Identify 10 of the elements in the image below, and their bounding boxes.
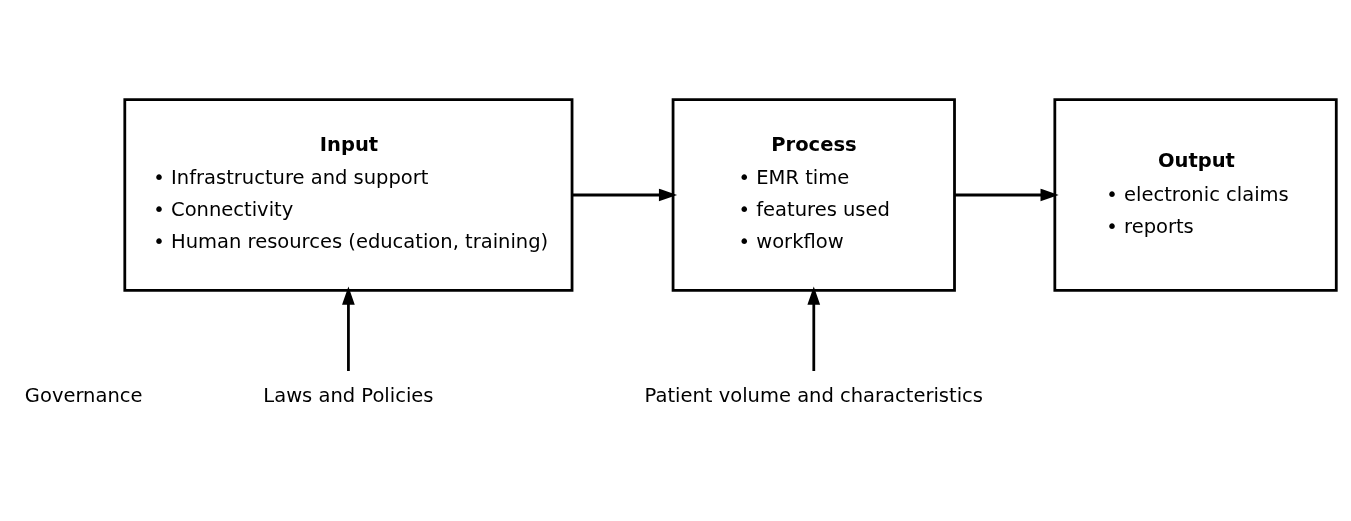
node-text: Laws and Policies xyxy=(263,383,434,407)
label: Governance xyxy=(24,383,143,407)
node-box: Output • electronic claims • reports xyxy=(1053,98,1338,292)
node-box: Process • EMR time • features used • workflow xyxy=(671,98,956,292)
arrow xyxy=(954,188,1059,202)
arrow xyxy=(342,286,355,371)
node-box: Input • Infrastructure and support • Connectivity • Human resources (education, training) xyxy=(123,98,574,292)
node-text: Patient volume and characteristics xyxy=(644,383,983,407)
arrow xyxy=(807,286,821,371)
arrow xyxy=(572,188,678,202)
